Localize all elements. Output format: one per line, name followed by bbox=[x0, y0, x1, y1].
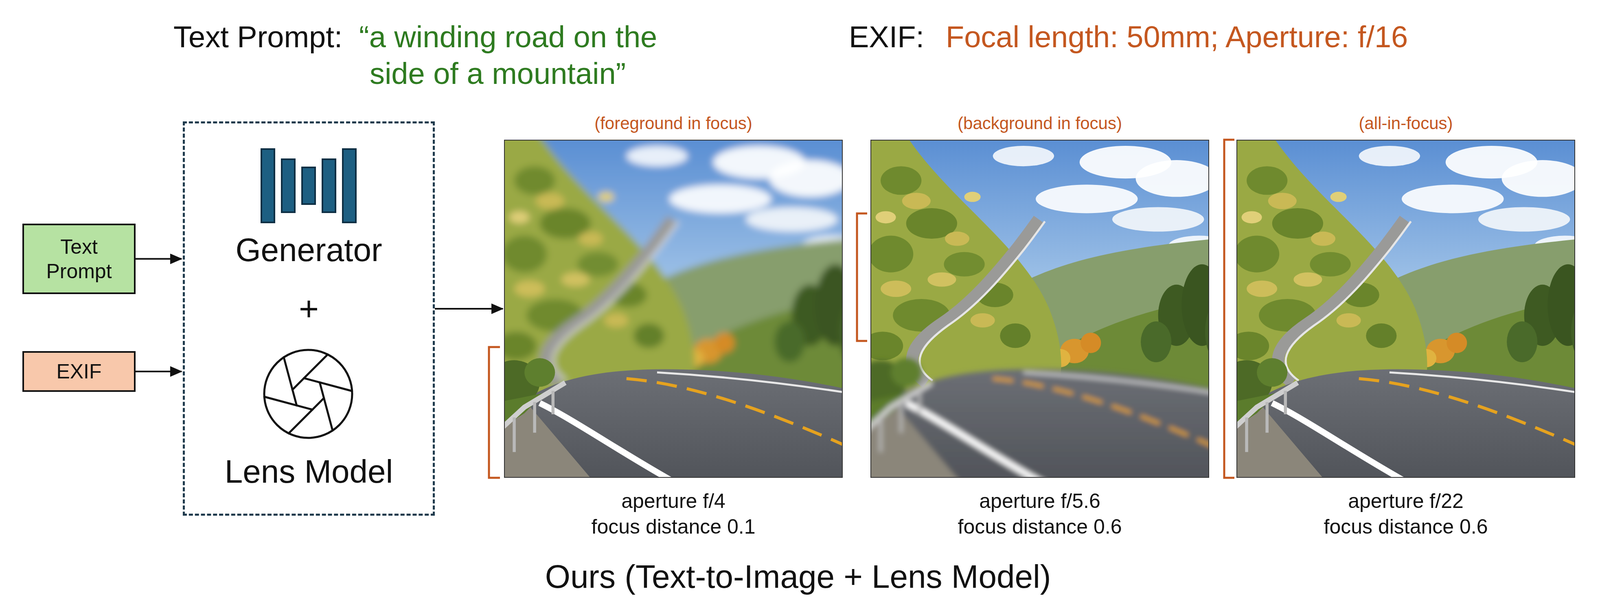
box-label: EXIF bbox=[56, 359, 102, 384]
photo-foreground-focus bbox=[473, 109, 880, 509]
aperture-setting: aperture f/5.6 bbox=[871, 488, 1209, 513]
module-name: Lens Model bbox=[184, 451, 433, 491]
generator-icon-part bbox=[302, 167, 316, 204]
figure-caption: Ours (Text-to-Image + Lens Model) bbox=[545, 556, 1052, 597]
aperture-icon bbox=[253, 340, 364, 448]
model-group-box: Generator + Lens Model bbox=[182, 121, 435, 516]
focus-note: (background in focus) bbox=[871, 113, 1209, 134]
photo-background-focus bbox=[839, 109, 1246, 509]
generator-icon-part bbox=[322, 159, 336, 213]
aperture-setting: aperture f/22 bbox=[1237, 488, 1575, 513]
focus-bracket-part bbox=[1224, 139, 1235, 478]
generator-icon-part bbox=[261, 149, 275, 223]
aperture-icon-part bbox=[264, 349, 353, 438]
generator-icon-part bbox=[281, 159, 295, 213]
photo-background-focus-part-part bbox=[870, 357, 1210, 478]
aperture-setting: aperture f/4 bbox=[504, 488, 842, 513]
box-label: Text Prompt bbox=[29, 234, 129, 284]
focus-note: (all-in-focus) bbox=[1237, 113, 1575, 134]
photo-all-in-focus bbox=[1205, 109, 1600, 509]
label-slot: Focal length: 50mm; Aperture: f/16 bbox=[945, 18, 1408, 56]
image-panel: (background in focus)aperture f/5.6focus… bbox=[870, 139, 1210, 478]
caption-slot: Ours (Text-to-Image + Lens Model) bbox=[545, 556, 1052, 597]
exif-heading: EXIF: bbox=[848, 18, 925, 56]
generator-icon-part bbox=[342, 149, 356, 223]
label-slot: “a winding road on the side of a mountai… bbox=[359, 18, 718, 93]
plus-sign: + bbox=[184, 287, 433, 329]
photo-background-focus-part bbox=[870, 139, 1210, 478]
arrow-connector bbox=[434, 307, 503, 310]
photo-foreground-focus-part-part bbox=[504, 357, 843, 478]
aperture-icon-part-part bbox=[264, 385, 313, 421]
prompt-heading: Text Prompt: bbox=[173, 18, 343, 56]
focus-bracket-part bbox=[488, 346, 500, 478]
aperture-icon-part-part bbox=[304, 366, 353, 402]
label-slot: EXIF: bbox=[848, 18, 925, 56]
exif-values: Focal length: 50mm; Aperture: f/16 bbox=[945, 18, 1408, 56]
aperture-icon-part bbox=[253, 340, 364, 448]
arrow-connector bbox=[135, 370, 182, 373]
input-box: EXIF bbox=[22, 350, 136, 392]
focus-distance: focus distance 0.6 bbox=[871, 514, 1209, 539]
input-box: Text Prompt bbox=[22, 223, 136, 294]
focus-bracket-part bbox=[856, 213, 868, 341]
image-panel: (foreground in focus)aperture f/4focus d… bbox=[504, 139, 843, 478]
arrow-connector bbox=[135, 258, 182, 260]
photo-all-in-focus-part-part bbox=[1236, 357, 1576, 478]
aperture-icon-part-part bbox=[302, 382, 351, 431]
label-slot: Text Prompt: bbox=[173, 18, 343, 56]
focus-distance: focus distance 0.1 bbox=[504, 514, 842, 539]
aperture-icon-part-part bbox=[266, 357, 315, 406]
module-name: Generator bbox=[184, 230, 433, 270]
focus-bracket bbox=[488, 139, 1235, 478]
focus-distance: focus distance 0.6 bbox=[1237, 514, 1575, 539]
generator-icon bbox=[261, 149, 356, 223]
image-panel: (all-in-focus)aperture f/22focus distanc… bbox=[1236, 139, 1576, 478]
photo-foreground-focus-part bbox=[504, 139, 843, 478]
focus-note: (foreground in focus) bbox=[504, 113, 842, 134]
photo-all-in-focus-part bbox=[1236, 139, 1576, 478]
prompt-text: “a winding road on the side of a mountai… bbox=[359, 18, 718, 93]
